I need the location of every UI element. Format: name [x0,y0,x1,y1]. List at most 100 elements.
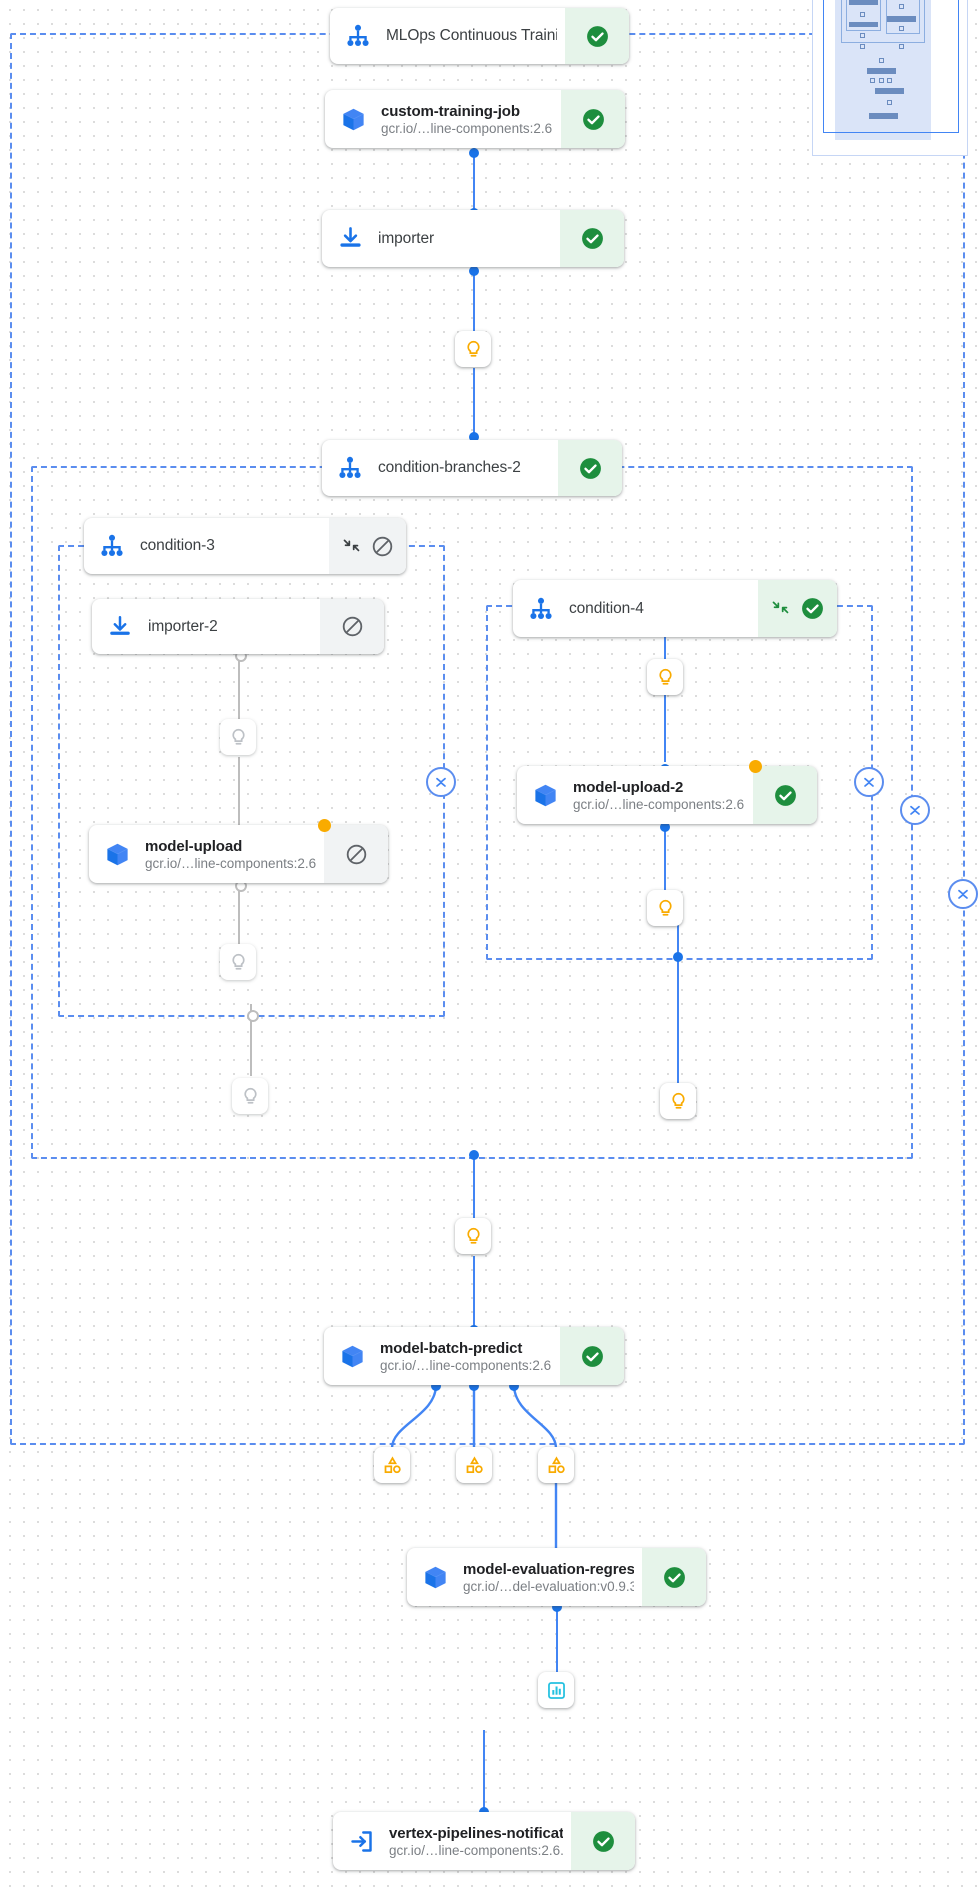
minimap-node [899,26,904,31]
collapse-chevrons-icon [864,777,874,787]
chip-param-model-upload-out[interactable] [220,944,256,980]
graph-minimap[interactable] [812,0,968,156]
chip-artifact-batch-predict-1[interactable] [374,1447,410,1483]
collapse-chevrons-icon [958,889,968,899]
node-importer-2[interactable]: importer-2 [92,599,384,654]
edge-dot [431,1381,441,1391]
edge-dot [469,1150,479,1160]
pipeline-branch-icon [513,595,569,623]
node-label-wrap: model-evaluation-regres… gcr.io/…del-eva… [463,1561,642,1594]
node-pipeline-root[interactable]: MLOps Continuous Traini… [330,8,629,64]
edge-dot [469,148,479,158]
check-circle-icon [581,228,603,249]
lightbulb-icon [671,1092,685,1109]
node-subtitle: gcr.io/…del-evaluation:v0.9.3 [463,1578,634,1594]
collapse-chevrons-icon [436,777,446,787]
pipeline-branch-icon [330,22,386,50]
chip-param-importer-2-out[interactable] [220,719,256,755]
collapse-branches-outer-button[interactable] [948,879,978,909]
status-badge[interactable] [565,8,629,64]
node-importer[interactable]: importer [322,210,624,267]
minimap-node [849,0,878,5]
block-circle-icon [346,844,366,864]
node-title: importer-2 [148,617,218,635]
node-vertex-pipelines-notification[interactable]: vertex-pipelines-notificat… gcr.io/…line… [333,1812,635,1870]
node-condition-3[interactable]: condition-3 [84,518,406,574]
collapse-condition-4-button[interactable] [854,767,884,797]
node-custom-training-job[interactable]: custom-training-job gcr.io/…line-compone… [325,90,625,148]
node-title: custom-training-job [381,102,520,120]
status-badge[interactable] [560,1327,624,1385]
node-subtitle: gcr.io/…line-components:2.6.0 [389,1842,563,1858]
minimap-node [867,68,896,74]
minimap-node [879,78,884,83]
node-model-upload[interactable]: model-upload gcr.io/…line-components:2.6… [89,825,388,883]
collapse-branches-inner-button[interactable] [900,795,930,825]
edge-param-to-condition3-out [250,1004,253,1076]
node-model-upload-2[interactable]: model-upload-2 gcr.io/…line-components:2… [517,766,817,824]
check-circle-icon [582,108,604,130]
node-condition-branches-2[interactable]: condition-branches-2 [322,440,622,496]
edge-evaluation-to-metrics [556,1605,559,1678]
collapse-condition-3-button[interactable] [426,767,456,797]
status-badge[interactable] [324,825,388,883]
cube-icon [517,782,573,809]
edge-dot [552,1602,562,1612]
chip-param-condition-4-out[interactable] [660,1083,696,1119]
edge-param-to-branches [473,368,476,445]
node-model-evaluation-regression[interactable]: model-evaluation-regres… gcr.io/…del-eva… [407,1548,706,1606]
edge-importer2-to-param [238,653,241,721]
minimap-node [887,78,892,83]
node-label-wrap: vertex-pipelines-notificat… gcr.io/…line… [389,1825,571,1858]
chip-param-condition-4-in[interactable] [647,659,683,695]
chip-metrics-evaluation[interactable] [538,1672,574,1708]
node-model-batch-predict[interactable]: model-batch-predict gcr.io/…line-compone… [324,1327,624,1385]
chip-param-condition-3-out[interactable] [232,1078,268,1114]
cube-icon [407,1564,463,1591]
chip-artifact-batch-predict-2[interactable] [456,1447,492,1483]
chip-param-after-importer[interactable] [455,331,491,367]
status-badge[interactable] [329,518,406,574]
node-condition-4[interactable]: condition-4 [513,580,837,637]
node-subtitle: gcr.io/…line-components:2.6.0 [145,855,316,871]
check-circle-icon [592,1830,614,1852]
lightbulb-icon [231,728,245,745]
node-label-wrap: importer [378,230,560,248]
status-badge[interactable] [558,440,622,496]
lightbulb-icon [658,668,672,685]
edge-model-upload2-to-param [664,824,667,892]
status-badge[interactable] [560,210,624,267]
download-icon [92,614,148,640]
chip-param-model-upload-2-out[interactable] [647,890,683,926]
status-badge[interactable] [753,766,817,824]
minimap-node [899,44,904,49]
arrow-into-box-icon [333,1828,389,1855]
minimap-node [860,44,865,49]
node-title: importer [378,229,435,247]
minimap-viewport[interactable] [823,0,959,133]
status-badge[interactable] [320,599,384,654]
artifact-icon [548,1455,565,1473]
status-badge[interactable] [758,580,837,637]
check-circle-icon [586,25,608,47]
edge-dot [469,432,479,442]
status-badge[interactable] [642,1548,706,1606]
edge-root-to-notification [483,1730,486,1815]
lightbulb-icon [466,1227,480,1244]
node-title: model-evaluation-regres… [463,1560,634,1578]
node-label-wrap: model-batch-predict gcr.io/…line-compone… [380,1340,560,1373]
minimap-node [849,22,878,27]
node-label-wrap: custom-training-job gcr.io/…line-compone… [381,103,561,136]
edge-dot-hollow [247,1010,259,1022]
node-title: model-upload [145,837,243,855]
edge-dot [509,1381,519,1391]
node-label-wrap: model-upload-2 gcr.io/…line-components:2… [573,779,753,812]
status-badge[interactable] [571,1812,635,1870]
status-badge[interactable] [561,90,625,148]
minimap-node [879,58,884,63]
chip-param-branches-out[interactable] [455,1218,491,1254]
chip-artifact-batch-predict-3[interactable] [538,1447,574,1483]
edge-param-to-model-upload-2 [664,695,667,762]
amber-output-dot [318,819,331,832]
